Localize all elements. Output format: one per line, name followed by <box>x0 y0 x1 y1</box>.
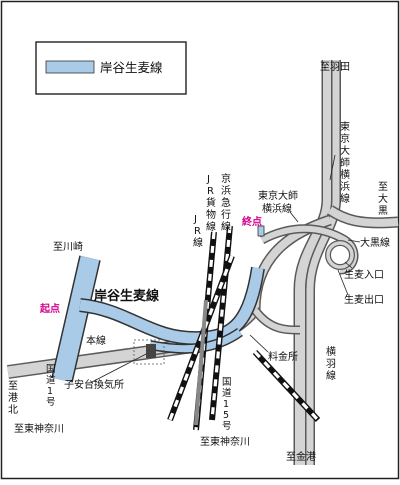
ventilation-outline <box>133 339 165 365</box>
label-namamugi-in: 生麦入口 <box>344 268 384 281</box>
leader-daikoku-line <box>347 239 361 243</box>
label-route15-4: 5 <box>223 410 229 421</box>
label-route-title: 岸谷生麦線 <box>94 288 160 304</box>
label-yokohane-1: 横 <box>326 345 336 358</box>
label-koyasudai: 子安台換気所 <box>64 378 124 391</box>
label-jrf-4: 物 <box>206 208 216 221</box>
label-kohoku-3: 北 <box>8 404 18 416</box>
map-labels: 至羽田 至川崎 岸谷生麦線 起点 終点 至 港 北 至東神奈川 至東神奈川 至金… <box>8 61 390 463</box>
label-keikyu-5: 線 <box>221 220 231 233</box>
label-honsen: 本線 <box>86 334 106 347</box>
label-daikoku-line: 大黒線 <box>360 236 390 249</box>
label-tdy-5: 横 <box>340 168 350 181</box>
label-route15-5: 号 <box>222 421 232 432</box>
leader-tokyodaishi-2 <box>289 211 299 223</box>
label-route1-1: 国 <box>46 364 56 375</box>
label-kanako: 至金港 <box>286 450 316 463</box>
coastal-rail-dash <box>253 350 320 422</box>
label-route15-3: 1 <box>223 399 229 410</box>
label-keikyu-3: 急 <box>221 196 231 209</box>
label-jrf-1: J <box>206 174 210 185</box>
label-keikyu-4: 行 <box>221 208 231 221</box>
legend-label: 岸谷生麦線 <box>100 60 163 75</box>
label-route15-2: 道 <box>222 387 232 399</box>
label-tokyodaishi-block-2: 横浜線 <box>262 202 292 215</box>
route-fill-vertical <box>52 255 100 383</box>
label-start: 起点 <box>39 302 60 315</box>
label-kohoku-2: 港 <box>8 392 18 404</box>
label-tdy-1: 東 <box>340 120 350 133</box>
ramp-c <box>252 308 301 333</box>
railways <box>167 225 321 431</box>
label-jrf-2: R <box>207 186 214 197</box>
label-jr-2: R <box>194 226 201 237</box>
label-yokohane-3: 線 <box>326 369 336 382</box>
label-tokyodaishi-block-1: 東京大師 <box>258 189 298 202</box>
label-tdy-3: 大 <box>340 144 350 157</box>
leader-namamugi-in <box>344 261 353 269</box>
label-higashikanagawa-bottom: 至東神奈川 <box>200 435 250 448</box>
leader-toll <box>249 334 269 353</box>
label-namamugi-out: 生麦出口 <box>344 293 384 306</box>
leader-namamugi-out <box>337 269 349 296</box>
label-daikoku-3: 黒 <box>378 205 388 217</box>
leader-tokyodaishi <box>329 154 336 181</box>
label-keikyu-1: 京 <box>221 172 231 185</box>
label-route1-3: 1 <box>47 386 53 397</box>
label-end: 終点 <box>242 215 262 228</box>
label-jrf-5: 線 <box>206 220 216 233</box>
yokohane-road <box>295 60 333 465</box>
label-kawasaki: 至川崎 <box>53 240 83 253</box>
legend-swatch <box>45 60 95 74</box>
jr-freight-rail-dash <box>210 225 232 421</box>
label-daikoku-2: 大 <box>378 192 388 205</box>
leader-koyasudai <box>91 351 151 383</box>
label-tdy-6: 浜 <box>340 181 350 193</box>
route-end-stub <box>257 225 265 237</box>
label-yokohane-2: 羽 <box>326 358 336 370</box>
label-tdy-4: 師 <box>340 156 350 169</box>
label-route15-1: 国 <box>222 377 232 388</box>
legend: 岸谷生麦線 <box>35 41 187 95</box>
label-jrf-3: 貨 <box>206 196 216 209</box>
label-keikyu-2: 浜 <box>221 185 231 197</box>
label-kohoku-1: 至 <box>8 380 18 392</box>
daikoku-road <box>327 206 399 227</box>
label-route1-2: 道 <box>46 374 56 386</box>
loop-ramp <box>326 241 354 269</box>
label-daikoku-1: 至 <box>378 181 388 193</box>
ventilation-station <box>146 344 156 358</box>
yokohane-road-2 <box>306 60 340 465</box>
label-route1-4: 号 <box>46 397 56 408</box>
label-haneda: 至羽田 <box>320 61 350 73</box>
label-tdy-2: 京 <box>340 132 350 145</box>
label-toll: 料金所 <box>268 350 298 363</box>
label-higashikanagawa-left: 至東神奈川 <box>14 422 64 435</box>
label-tdy-7: 線 <box>340 192 350 205</box>
label-jr-1: J <box>193 214 197 225</box>
route15-road <box>194 299 208 426</box>
label-jr-3: 線 <box>193 236 203 249</box>
